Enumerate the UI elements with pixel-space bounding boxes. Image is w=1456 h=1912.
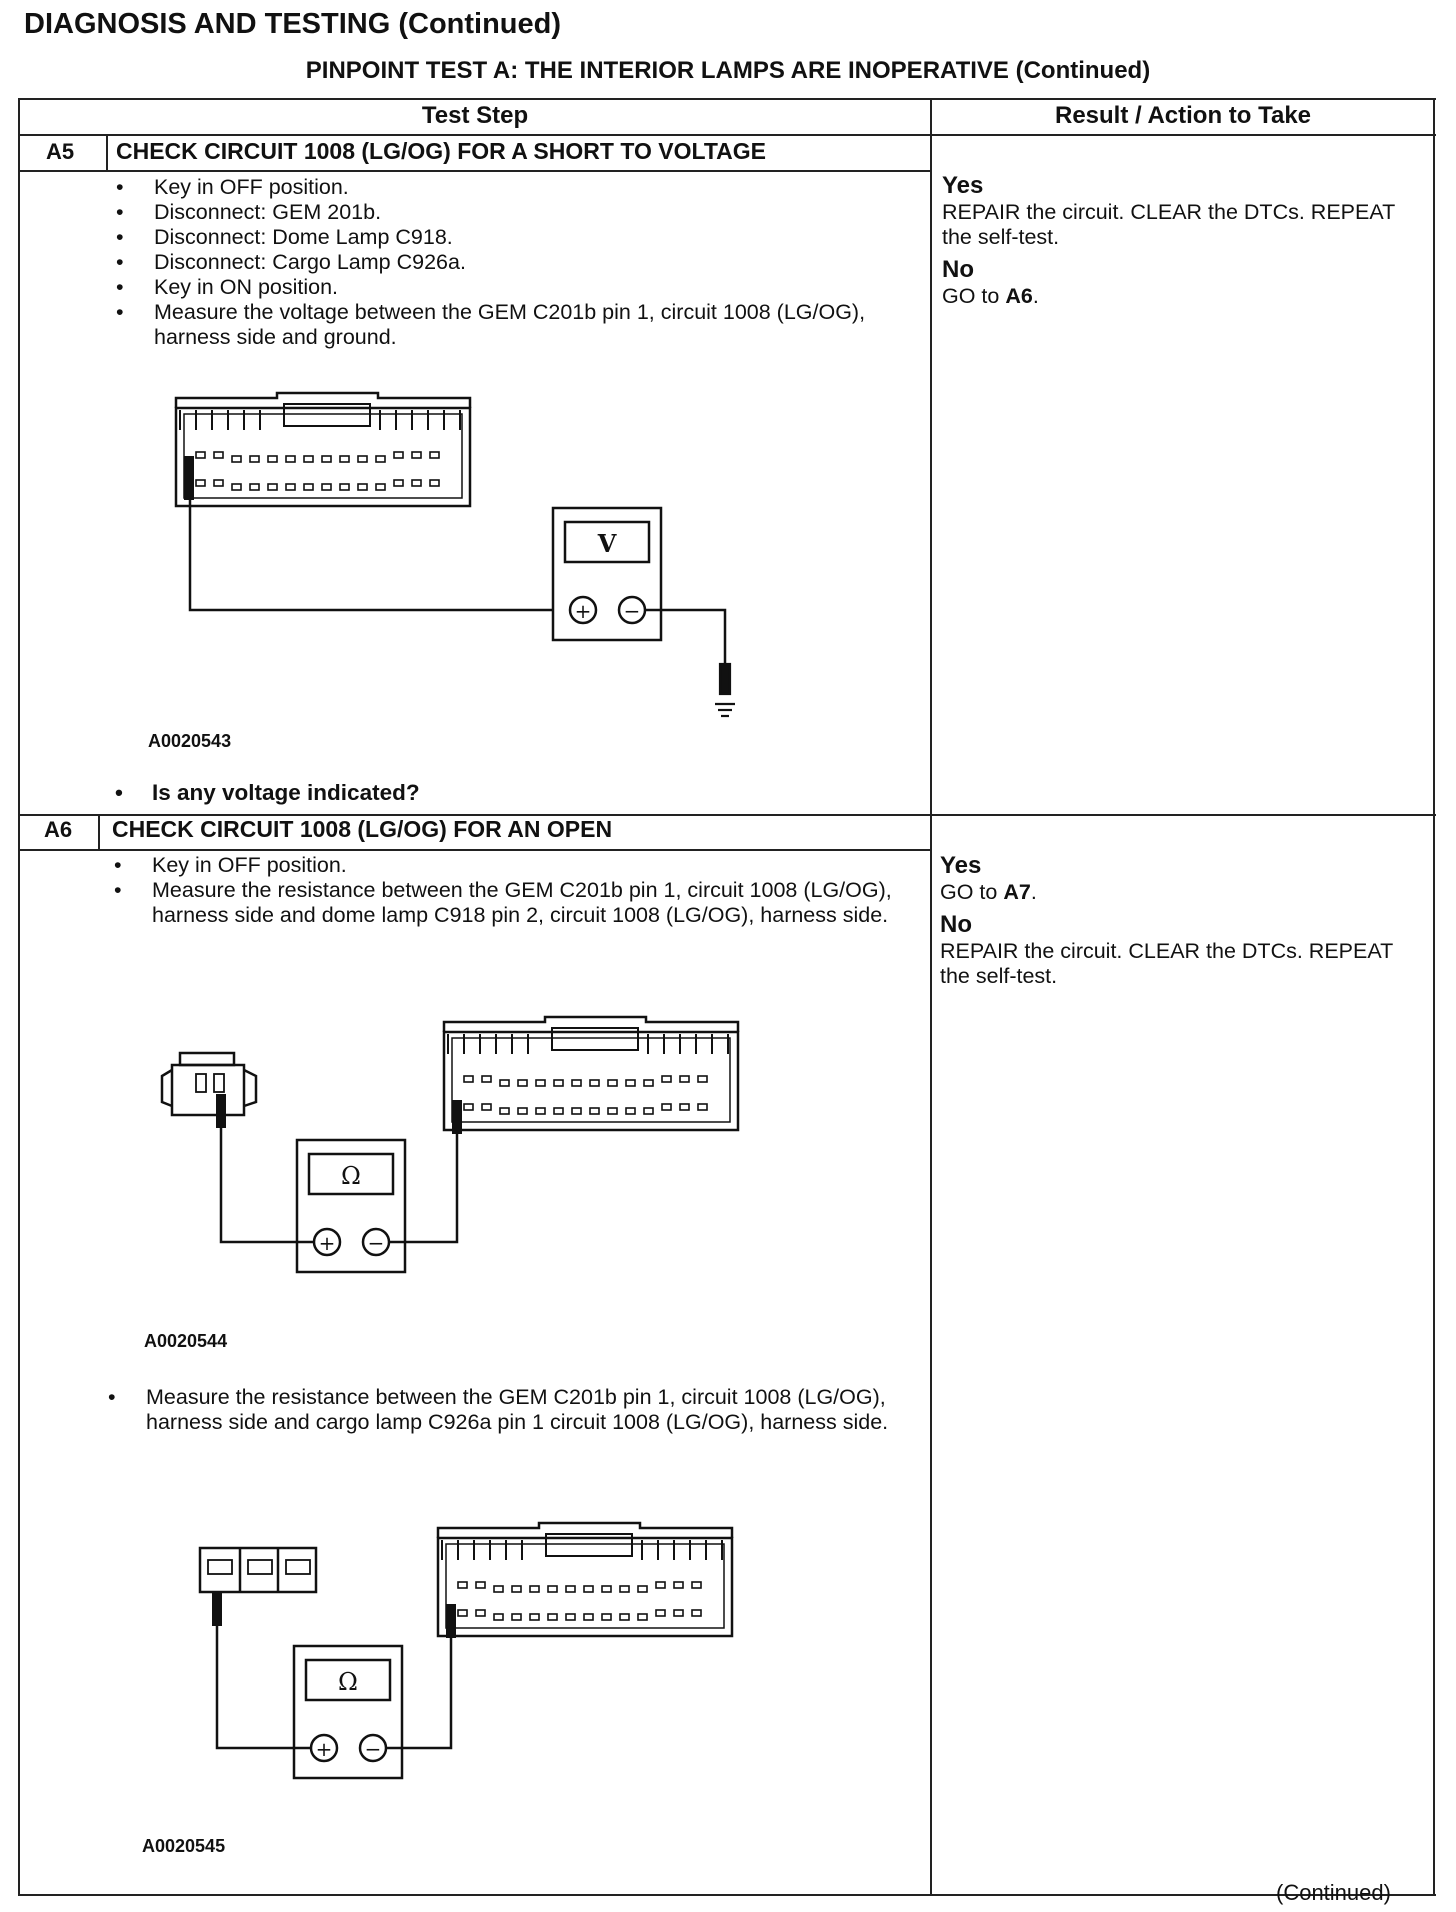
probe-a5 — [184, 456, 194, 500]
bullet-item: •Measure the voltage between the GEM C20… — [116, 300, 866, 349]
step-id-a5: A5 — [46, 139, 75, 164]
step-title-a5: CHECK CIRCUIT 1008 (LG/OG) FOR A SHORT T… — [116, 138, 766, 164]
result-a6: Yes GO to A7. No REPAIR the circuit. CLE… — [940, 852, 1410, 989]
result-no-text: REPAIR the circuit. CLEAR the DTCs. REPE… — [940, 939, 1393, 988]
pinpoint-test-title: PINPOINT TEST A: THE INTERIOR LAMPS ARE … — [305, 57, 1151, 84]
gem-connector-a5 — [174, 391, 472, 508]
meter-a5 — [188, 500, 727, 672]
result-a5: Yes REPAIR the circuit. CLEAR the DTCs. … — [942, 172, 1412, 309]
step-title-a6: CHECK CIRCUIT 1008 (LG/OG) FOR AN OPEN — [112, 816, 613, 842]
probe-gem-a6-2 — [446, 1604, 456, 1638]
cargo-lamp-connector — [198, 1546, 318, 1594]
result-no-label: No — [942, 256, 974, 283]
bullet-list-a6-2: •Measure the resistance between the GEM … — [108, 1385, 896, 1435]
result-yes-text: REPAIR the circuit. CLEAR the DTCs. REPE… — [942, 200, 1395, 249]
result-yes-label: Yes — [942, 172, 984, 199]
plus-icon: + — [319, 1231, 336, 1255]
header-test-step: Test Step — [421, 102, 529, 129]
figure-id-a6-2: A0020545 — [142, 1836, 226, 1856]
gem-connector-a6-2 — [436, 1521, 734, 1638]
bullet-item: •Measure the resistance between the GEM … — [114, 878, 892, 927]
result-yes-text: GO to A7. — [940, 880, 1037, 904]
gem-connector-a6-1 — [442, 1015, 740, 1132]
ground-icon — [715, 662, 735, 718]
meter-symbol-a6-2: Ω — [338, 1668, 358, 1696]
meter-symbol-a5: V — [597, 529, 617, 558]
bullet-item: •Key in OFF position. — [116, 175, 349, 199]
probe-cargo-lamp — [212, 1592, 222, 1626]
bullet-list-a6: •Key in OFF position. •Measure the resis… — [114, 853, 892, 928]
probe-dome-lamp — [216, 1094, 226, 1128]
ohmmeter-a6-1 — [219, 1128, 459, 1274]
continued-label: (Continued) — [1276, 1880, 1391, 1905]
question-a5: •Is any voltage indicated? — [115, 780, 420, 805]
minus-icon: − — [365, 1737, 382, 1761]
plus-icon: + — [575, 599, 592, 623]
meter-symbol-a6-1: Ω — [341, 1162, 361, 1190]
result-no-text: GO to A6. — [942, 284, 1039, 308]
plus-icon: + — [316, 1737, 333, 1761]
header-result: Result / Action to Take — [1054, 102, 1312, 129]
bullet-list-a5: •Key in OFF position. •Disconnect: GEM 2… — [116, 175, 894, 350]
figure-id-a5: A0020543 — [148, 731, 232, 751]
step-id-a6: A6 — [44, 817, 73, 842]
result-no-label: No — [940, 911, 972, 938]
bullet-item: •Disconnect: GEM 201b. — [116, 200, 382, 224]
bullet-item: •Disconnect: Dome Lamp C918. — [116, 225, 453, 249]
bullet-item: •Key in OFF position. — [114, 853, 347, 877]
page-title: DIAGNOSIS AND TESTING (Continued) — [24, 8, 562, 40]
minus-icon: − — [368, 1231, 385, 1255]
ohmmeter-a6-2 — [215, 1626, 453, 1780]
probe-gem-a6-1 — [452, 1100, 462, 1134]
bullet-item: •Measure the resistance between the GEM … — [108, 1385, 889, 1434]
bullet-item: •Disconnect: Cargo Lamp C926a. — [116, 250, 466, 274]
minus-icon: − — [624, 599, 641, 623]
bullet-item: •Key in ON position. — [116, 275, 339, 299]
figure-id-a6-1: A0020544 — [144, 1331, 228, 1351]
result-yes-label: Yes — [940, 852, 982, 879]
dome-lamp-connector — [160, 1051, 258, 1117]
